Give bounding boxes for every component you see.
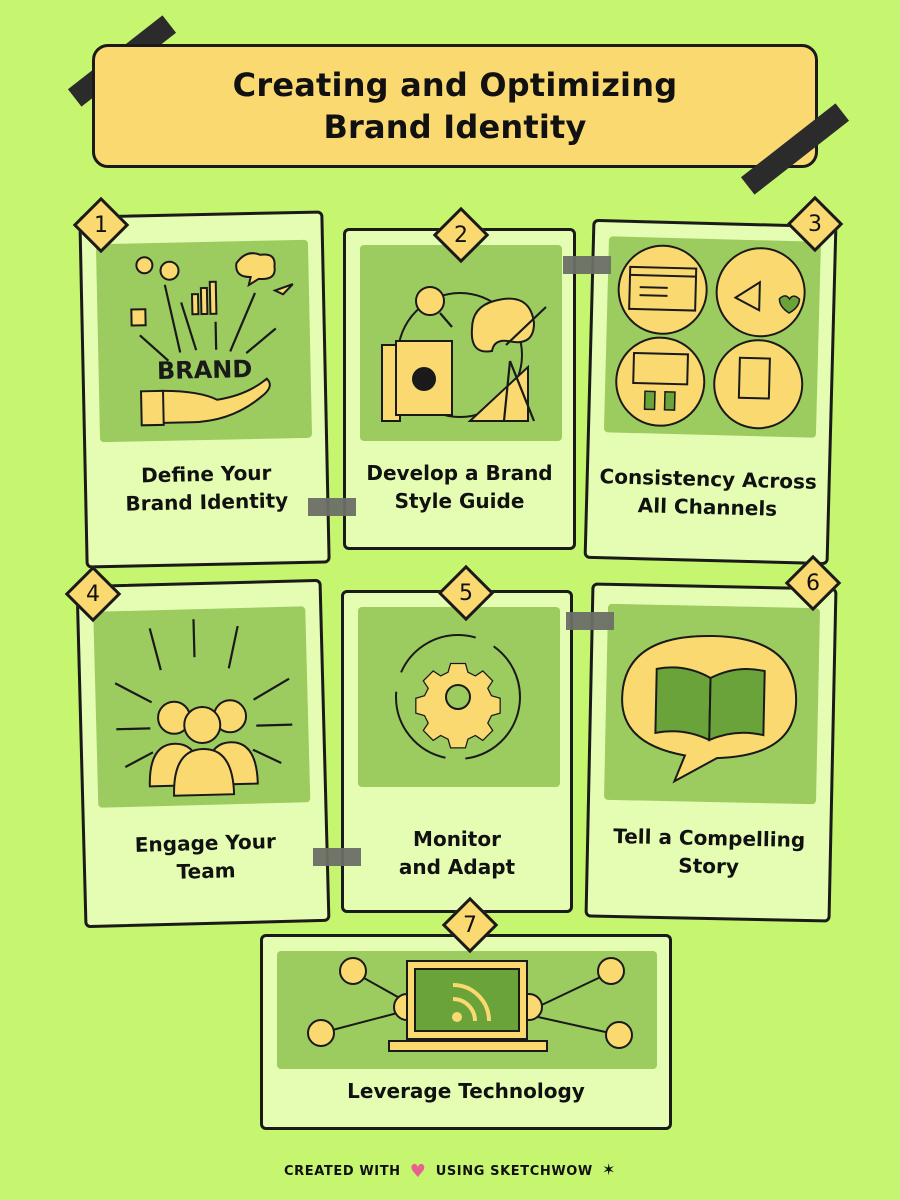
step-card-1: BRAND Define Your Brand Identity	[78, 210, 331, 569]
step-title-3: Consistency Across All Channels	[599, 464, 818, 521]
step-illustration-4	[93, 606, 311, 808]
brand-word: BRAND	[157, 355, 253, 385]
step-badge-3: 3	[786, 195, 844, 253]
laptop-network-icon	[307, 957, 633, 1052]
connector-tape	[308, 498, 356, 516]
step-title-7: Leverage Technology	[347, 1079, 585, 1103]
channels-icon	[615, 244, 806, 430]
page-title-line-1: Creating and Optimizing	[232, 66, 678, 104]
heart-icon: ♥	[409, 1161, 427, 1182]
step-number-4: 4	[86, 581, 100, 607]
connector-tape	[563, 256, 611, 274]
step-badge-4: 4	[64, 565, 122, 623]
footer-credit: CREATED WITH ♥ USING SKETCHWOW ✶	[0, 1160, 900, 1182]
step-number-1: 1	[94, 212, 108, 238]
step-number-5: 5	[459, 580, 473, 606]
step-badge-1: 1	[72, 196, 130, 254]
connector-tape	[313, 848, 361, 866]
step-number-6: 6	[806, 570, 820, 596]
step-illustration-3	[603, 236, 821, 438]
step-badge-5: 5	[437, 564, 495, 622]
footer-prefix: CREATED WITH	[283, 1164, 401, 1179]
team-icon	[114, 619, 293, 797]
step-title-5: Monitor and Adapt	[398, 827, 516, 879]
step-number-2: 2	[454, 222, 468, 248]
open-book-icon	[621, 635, 798, 784]
step-illustration-1: BRAND	[95, 239, 313, 443]
step-card-5: Monitor and Adapt	[341, 590, 573, 913]
step-number-3: 3	[808, 211, 822, 237]
step-card-2: Develop a Brand Style Guide	[343, 228, 576, 550]
page-title-line-2: Brand Identity	[323, 108, 587, 146]
gear-cycle-icon	[395, 634, 521, 760]
step-title-4: Engage Your Team	[134, 829, 277, 884]
footer-suffix: USING SKETCHWOW	[435, 1164, 593, 1179]
step-title-6: Tell a Compelling Story	[612, 823, 806, 879]
step-badge-7: 7	[441, 896, 499, 954]
step-badge-2: 2	[432, 206, 490, 264]
title-banner: Creating and Optimizing Brand Identity	[92, 44, 818, 168]
step-illustration-5	[358, 607, 560, 787]
connector-tape	[566, 612, 614, 630]
step-badge-6: 6	[784, 554, 842, 612]
sketch-star-icon: ✶	[602, 1160, 617, 1179]
brand-concept-icon: BRAND	[130, 252, 294, 427]
style-guide-icon	[381, 286, 547, 422]
step-illustration-7	[277, 951, 657, 1069]
step-card-6: Tell a Compelling Story	[584, 582, 838, 923]
step-card-7: Leverage Technology	[260, 934, 672, 1130]
step-title-1: Define Your Brand Identity	[125, 460, 289, 516]
step-illustration-2	[360, 245, 562, 441]
step-card-3: Consistency Across All Channels	[583, 218, 838, 566]
step-card-4: Engage Your Team	[75, 578, 331, 929]
step-illustration-6	[603, 603, 821, 805]
step-title-2: Develop a Brand Style Guide	[366, 461, 553, 513]
step-number-7: 7	[463, 912, 477, 938]
